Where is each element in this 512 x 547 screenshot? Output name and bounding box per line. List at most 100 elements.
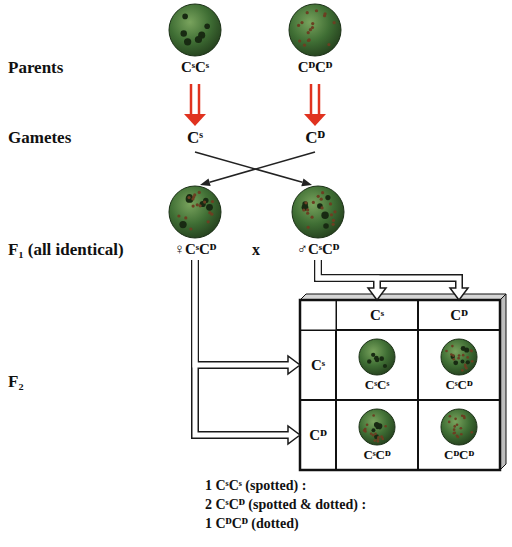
seed-mark: [462, 354, 465, 357]
hollow-arrow-core: [195, 260, 291, 435]
seed-mark: [310, 216, 313, 219]
seed-mark: [193, 193, 196, 196]
seed-mark: [189, 227, 192, 230]
red-arrow-head: [304, 114, 326, 126]
red-arrow-line: [310, 84, 313, 116]
seed-mark: [298, 39, 301, 42]
seed-outline: [167, 184, 223, 240]
seed-mark: [304, 201, 307, 204]
seed-mark: [460, 433, 463, 436]
seed-mark: [460, 427, 463, 430]
seed-mark: [179, 221, 186, 228]
seed-mark: [374, 422, 379, 427]
seed-circle: [441, 339, 477, 375]
hollow-arrow-outline: [195, 260, 289, 435]
row-label: F₁ (all identical): [8, 240, 124, 260]
seed-mark: [332, 219, 335, 222]
seed-figure: CᴰCᴰ: [285, 2, 345, 76]
row-label: Parents: [8, 58, 63, 78]
cross-sign: x: [252, 240, 260, 259]
seed-mark: [471, 360, 474, 363]
seed-mark: [208, 211, 211, 214]
seed-mark: [448, 421, 451, 424]
seed-mark: [453, 432, 456, 435]
cross-arrow-head: [200, 178, 211, 186]
genotype-text: CᴰCᴰ: [298, 58, 333, 76]
seed-mark: [302, 201, 308, 207]
punnett-outline: [300, 300, 500, 470]
seed-mark: [312, 201, 315, 204]
genotype-text: CˢCᴰ: [363, 447, 390, 463]
seed-circle: [169, 4, 221, 56]
seed-mark: [451, 345, 454, 348]
seed-outline: [287, 2, 343, 58]
seed-mark: [332, 223, 335, 226]
seed-mark: [461, 346, 466, 351]
seed-figure: ♂CˢCᴰ: [288, 184, 348, 258]
seed-mark: [323, 12, 326, 15]
red-arrow-line: [198, 84, 201, 116]
seed-outline: [439, 337, 479, 377]
seed-mark: [317, 203, 323, 209]
seed-mark: [182, 14, 188, 20]
seed-mark: [307, 39, 310, 42]
seed-circle: [289, 4, 341, 56]
seed-mark: [470, 349, 473, 352]
seed-circle: [359, 409, 395, 445]
seed-mark: [306, 11, 309, 14]
seed-mark: [329, 202, 332, 205]
seed-mark: [325, 195, 330, 200]
seed-mark: [363, 429, 366, 432]
seed-mark: [458, 354, 461, 357]
seed-circle: [359, 339, 395, 375]
seed-mark: [461, 369, 464, 372]
punnett-cell: CˢCˢ: [336, 330, 418, 400]
seed-mark: [203, 200, 206, 203]
seed-mark: [206, 204, 213, 211]
seed-mark: [470, 431, 473, 434]
cross-arrow-line: [195, 152, 302, 182]
ratio-text: 1 CˢCˢ (spotted) :: [205, 478, 306, 495]
genotype-text: CˢCˢ: [365, 377, 389, 393]
seed-figure: CˢCˢ: [165, 2, 225, 76]
seed-outline: [439, 407, 479, 447]
allele-header-cell: Cᴰ: [418, 300, 500, 330]
genotype-text: CᴰCᴰ: [444, 447, 474, 463]
allele-text: Cᴰ: [309, 426, 326, 444]
seed-mark: [323, 223, 329, 229]
row-label: Gametes: [8, 128, 71, 148]
seed-mark: [453, 432, 456, 435]
seed-mark: [180, 30, 187, 37]
seed-mark: [321, 211, 328, 218]
seed-mark: [464, 364, 467, 367]
seed-mark: [300, 21, 303, 24]
seed-mark: [373, 439, 376, 442]
seed-mark: [199, 204, 202, 207]
seed-mark: [330, 213, 333, 216]
seed-mark: [177, 214, 180, 217]
ratio-text: 1 CᴰCᴰ (dotted): [205, 516, 299, 533]
allele-text: Cˢ: [311, 356, 325, 374]
seed-mark: [457, 436, 460, 439]
seed-mark: [333, 21, 336, 24]
allele-header-cell: Cᴰ: [300, 400, 336, 470]
genotype-text: ♀CˢCᴰ: [174, 240, 217, 258]
allele-header-cell: Cˢ: [300, 330, 336, 400]
seed-mark: [191, 197, 194, 200]
seed-mark: [450, 353, 453, 356]
seed-outline: [357, 407, 397, 447]
punnett-cell: CᴰCᴰ: [418, 400, 500, 470]
seed-mark: [184, 38, 191, 45]
seed-mark: [379, 356, 384, 361]
seed-mark: [320, 206, 323, 209]
seed-circle: [169, 186, 221, 238]
seed-mark: [466, 356, 469, 359]
seed-mark: [375, 358, 379, 362]
punnett-cell: CˢCᴰ: [336, 400, 418, 470]
allele-text: Cᴰ: [450, 306, 467, 324]
seed-outline: [357, 337, 397, 377]
seed-mark: [307, 31, 310, 34]
